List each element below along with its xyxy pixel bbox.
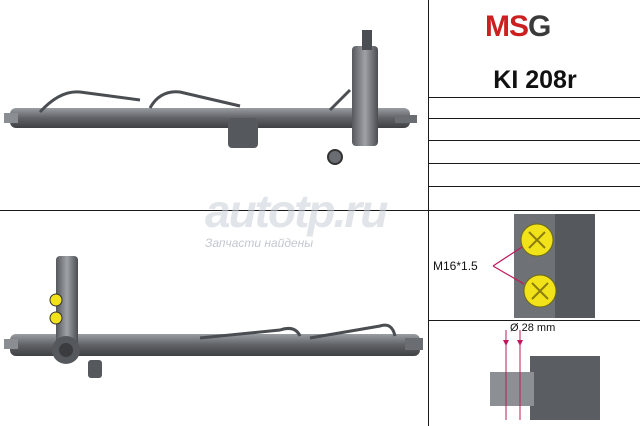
table-line-1 bbox=[428, 97, 640, 98]
watermark-caption: Запчасти найдены bbox=[205, 236, 314, 250]
divider-vertical bbox=[428, 0, 429, 426]
diameter-label: Ø 28 mm bbox=[510, 322, 556, 334]
divider-detail bbox=[428, 320, 640, 321]
table-line-5 bbox=[428, 186, 640, 187]
brand-logo: MSG bbox=[485, 10, 551, 43]
thread-size-label: M16*1.5 bbox=[433, 259, 478, 273]
table-line-3 bbox=[428, 140, 640, 141]
watermark-logo: autotp.ru bbox=[205, 185, 388, 237]
divider-middle bbox=[0, 210, 640, 211]
table-line-4 bbox=[428, 163, 640, 164]
part-number: KI 208r bbox=[493, 66, 577, 94]
table-line-2 bbox=[428, 118, 640, 119]
